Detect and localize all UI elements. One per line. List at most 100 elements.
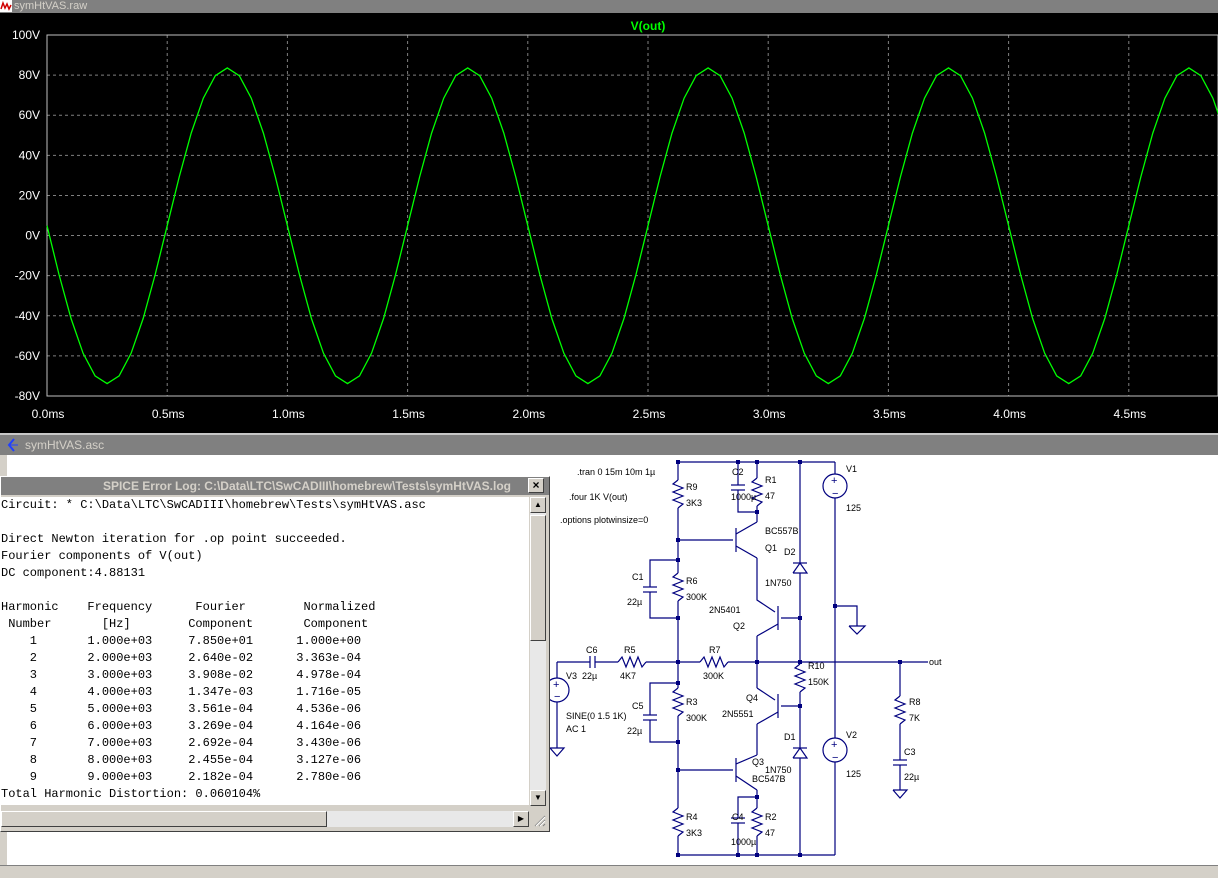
label-c6[interactable]: C6 xyxy=(586,645,598,655)
error-log-titlebar[interactable]: SPICE Error Log: C:\Data\LTC\SwCADIII\ho… xyxy=(1,477,549,495)
label-v3[interactable]: V3 xyxy=(566,671,577,681)
x-tick-label: 3.0ms xyxy=(753,407,786,421)
value-r2[interactable]: 47 xyxy=(765,828,775,838)
waveform-window-titlebar[interactable]: symHtVAS.raw xyxy=(0,0,1218,13)
harmonic-row: 8 8.000e+03 2.455e-04 3.127e-06 xyxy=(1,753,362,767)
value-r6[interactable]: 300K xyxy=(686,592,707,602)
close-button[interactable]: × xyxy=(528,478,544,493)
value-r4[interactable]: 3K3 xyxy=(686,828,702,838)
label-out[interactable]: out xyxy=(929,657,942,667)
scroll-up-button[interactable]: ▲ xyxy=(530,497,546,513)
scroll-right-button[interactable]: ▶ xyxy=(513,811,529,827)
scroll-thumb[interactable] xyxy=(530,515,546,641)
label-d2[interactable]: D2 xyxy=(784,547,796,557)
thd-line: Total Harmonic Distortion: 0.060104% xyxy=(1,787,261,801)
label-q3[interactable]: Q3 xyxy=(752,757,764,767)
value-r1[interactable]: 47 xyxy=(765,491,775,501)
harmonic-row: 6 6.000e+03 3.269e-04 4.164e-06 xyxy=(1,719,362,733)
label-v1[interactable]: V1 xyxy=(846,464,857,474)
hscroll-thumb[interactable] xyxy=(1,811,327,827)
scroll-down-button[interactable]: ▼ xyxy=(530,790,546,806)
label-r5[interactable]: R5 xyxy=(624,645,636,655)
value-r3[interactable]: 300K xyxy=(686,713,707,723)
label-r10[interactable]: R10 xyxy=(808,661,825,671)
label-q2[interactable]: Q2 xyxy=(733,621,745,631)
x-tick-label: 2.5ms xyxy=(633,407,666,421)
log-line: Fourier components of V(out) xyxy=(1,549,203,563)
value-c4[interactable]: 1000µ xyxy=(731,837,756,847)
label-r8[interactable]: R8 xyxy=(909,697,921,707)
waveform-chart[interactable]: V(out)100V80V60V40V20V0V-20V-40V-60V-80V… xyxy=(0,13,1218,433)
log-header-2: Number [Hz] Component Component xyxy=(1,617,369,631)
y-tick-label: 100V xyxy=(12,28,40,42)
directive-tran[interactable]: .tran 0 15m 10m 1µ xyxy=(577,467,655,477)
label-r1[interactable]: R1 xyxy=(765,475,777,485)
label-q4-model[interactable]: 2N5551 xyxy=(722,709,754,719)
value-r5[interactable]: 4K7 xyxy=(620,671,636,681)
label-q2-model[interactable]: 2N5401 xyxy=(709,605,741,615)
x-tick-label: 4.5ms xyxy=(1113,407,1146,421)
directive-four[interactable]: .four 1K V(out) xyxy=(569,492,628,502)
value-c5[interactable]: 22µ xyxy=(627,726,642,736)
value-c6[interactable]: 22µ xyxy=(582,671,597,681)
value-c3[interactable]: 22µ xyxy=(904,772,919,782)
waveform-icon xyxy=(0,0,12,12)
label-c5[interactable]: C5 xyxy=(632,701,644,711)
label-r7[interactable]: R7 xyxy=(709,645,721,655)
vertical-scrollbar[interactable]: ▲ ▼ xyxy=(530,497,546,806)
label-c3[interactable]: C3 xyxy=(904,747,916,757)
label-c2[interactable]: C2 xyxy=(732,467,744,477)
waveform-window-title: symHtVAS.raw xyxy=(14,0,88,12)
value-v1[interactable]: 125 xyxy=(846,503,861,513)
label-r4[interactable]: R4 xyxy=(686,812,698,822)
value-v2[interactable]: 125 xyxy=(846,769,861,779)
harmonic-row: 9 9.000e+03 2.182e-04 2.780e-06 xyxy=(1,770,362,784)
harmonic-row: 1 1.000e+03 7.850e+01 1.000e+00 xyxy=(1,634,362,648)
label-r3[interactable]: R3 xyxy=(686,697,698,707)
schematic-window-titlebar[interactable]: symHtVAS.asc xyxy=(0,433,1218,455)
horizontal-scrollbar[interactable]: ▶ xyxy=(1,811,529,827)
label-q1-model[interactable]: BC557B xyxy=(765,526,799,536)
svg-text:−: − xyxy=(554,691,560,703)
value-r9[interactable]: 3K3 xyxy=(686,498,702,508)
label-d1[interactable]: D1 xyxy=(784,732,796,742)
series-line-vout xyxy=(46,67,1218,385)
schematic-drawing[interactable]: +− +− +− .tran 0 15m 10m 1µ .four 1K V(o… xyxy=(7,455,1218,865)
label-r2[interactable]: R2 xyxy=(765,812,777,822)
value-c2[interactable]: 1000µ xyxy=(731,492,756,502)
label-r9[interactable]: R9 xyxy=(686,482,698,492)
harmonic-row: 4 4.000e+03 1.347e-03 1.716e-05 xyxy=(1,685,362,699)
label-c4[interactable]: C4 xyxy=(732,812,744,822)
value-r8[interactable]: 7K xyxy=(909,713,920,723)
x-tick-label: 1.5ms xyxy=(392,407,425,421)
label-q3-model[interactable]: BC547B xyxy=(752,774,786,784)
svg-text:−: − xyxy=(832,488,838,500)
value-d1[interactable]: 1N750 xyxy=(765,765,792,775)
y-tick-label: 0V xyxy=(25,229,40,243)
value-r10[interactable]: 150K xyxy=(808,677,829,687)
value-c1[interactable]: 22µ xyxy=(627,597,642,607)
value-r7[interactable]: 300K xyxy=(703,671,724,681)
y-tick-label: 40V xyxy=(19,148,40,162)
x-tick-label: 3.5ms xyxy=(873,407,906,421)
svg-text:+: + xyxy=(831,475,837,487)
harmonic-row: 2 2.000e+03 2.640e-02 3.363e-04 xyxy=(1,651,362,665)
error-log-text[interactable]: Circuit: * C:\Data\LTC\SwCADIII\homebrew… xyxy=(1,497,529,805)
error-log-title: SPICE Error Log: C:\Data\LTC\SwCADIII\ho… xyxy=(102,479,511,493)
svg-text:−: − xyxy=(832,752,838,764)
schematic-icon xyxy=(7,438,18,452)
label-q1[interactable]: Q1 xyxy=(765,543,777,553)
directive-options[interactable]: .options plotwinsize=0 xyxy=(560,515,648,525)
value-d2[interactable]: 1N750 xyxy=(765,578,792,588)
y-tick-label: 60V xyxy=(19,108,40,122)
label-q4[interactable]: Q4 xyxy=(746,693,758,703)
label-r6[interactable]: R6 xyxy=(686,576,698,586)
x-tick-label: 0.5ms xyxy=(152,407,185,421)
resize-grip-icon[interactable] xyxy=(532,813,546,827)
label-v3-ac[interactable]: AC 1 xyxy=(566,724,586,734)
label-v3-sine[interactable]: SINE(0 1.5 1K) xyxy=(566,711,627,721)
label-c1[interactable]: C1 xyxy=(632,572,644,582)
label-v2[interactable]: V2 xyxy=(846,730,857,740)
error-log-dialog[interactable]: SPICE Error Log: C:\Data\LTC\SwCADIII\ho… xyxy=(0,476,550,832)
